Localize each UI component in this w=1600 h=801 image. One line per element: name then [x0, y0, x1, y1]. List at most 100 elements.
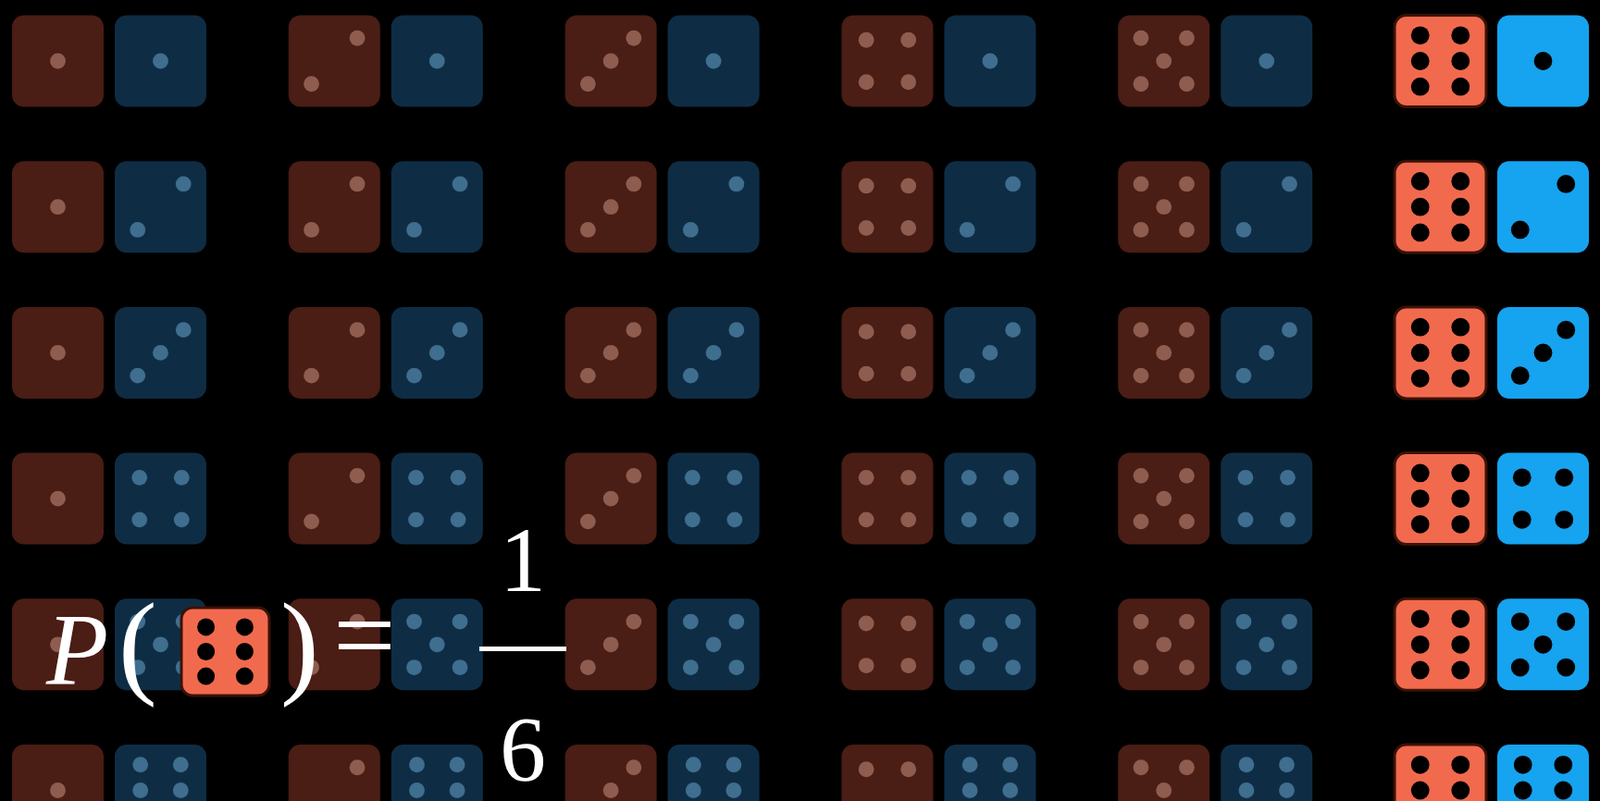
die-pip [1534, 344, 1553, 363]
die-pip [449, 756, 466, 773]
die-pip [728, 614, 745, 631]
die-pip [429, 636, 446, 653]
die-pip [625, 30, 642, 47]
die-pip [1178, 368, 1195, 385]
die-pip [1281, 614, 1298, 631]
die-pip [685, 756, 702, 773]
die-face [1497, 744, 1589, 801]
die-pip [1411, 344, 1430, 363]
blue-die-faded [391, 15, 484, 108]
die-pip [1511, 658, 1530, 678]
die-pip [349, 759, 366, 776]
die-pip [452, 322, 469, 338]
die-pip [1451, 51, 1470, 71]
die-pip [1513, 510, 1532, 530]
die-face [391, 307, 484, 399]
die-pip [449, 782, 466, 799]
die-pip [1258, 636, 1275, 653]
die-pip [580, 222, 596, 238]
die-face [841, 453, 933, 546]
numerator: 1 [499, 514, 546, 608]
die-pip [1155, 345, 1172, 361]
red-die-faded [288, 453, 381, 546]
die-pip [409, 756, 425, 773]
die-pip [132, 782, 149, 799]
die-face [1117, 161, 1210, 253]
die-pip [1451, 463, 1470, 483]
blue-die [1497, 598, 1589, 691]
die-pip [625, 176, 642, 193]
die-pip [900, 616, 917, 633]
blue-die-faded [668, 15, 760, 108]
die-pip [684, 470, 701, 486]
die-pip [1554, 468, 1574, 487]
die-face [391, 598, 484, 691]
die-pip [625, 614, 642, 631]
die-pip [1155, 782, 1172, 799]
die-pip [858, 616, 875, 633]
die-pip [682, 614, 699, 631]
die-pip [409, 782, 425, 799]
blue-die-faded [114, 453, 207, 546]
die-pip [682, 368, 699, 385]
die-pip [1178, 759, 1195, 776]
die-pip [706, 345, 722, 361]
die-face [1497, 161, 1589, 253]
blue-die-faded [391, 453, 484, 546]
die-pip [1553, 756, 1573, 775]
die-pip [959, 614, 976, 631]
die-face [288, 161, 381, 253]
die-pip [1411, 781, 1430, 801]
red-die [1394, 598, 1487, 691]
die-pip [900, 761, 917, 778]
die-pip [728, 659, 745, 676]
red-die-faded [12, 15, 104, 108]
die-pip [349, 176, 366, 193]
die-pip [625, 468, 642, 484]
die-pip [580, 368, 596, 385]
die-pip [49, 53, 66, 70]
die-pip [49, 345, 66, 361]
die-pip [1178, 513, 1195, 530]
die-pip [1411, 318, 1430, 337]
blue-die [1497, 453, 1589, 546]
blue-die-faded [114, 307, 207, 399]
blue-die-faded [943, 161, 1036, 253]
die-face [114, 744, 207, 801]
die-face [1220, 307, 1313, 399]
die-pip [1411, 198, 1430, 217]
die-face [1117, 15, 1210, 108]
blue-die [1497, 744, 1589, 801]
die-pip [1281, 322, 1298, 338]
die-pip [959, 222, 976, 238]
die-pip [1178, 30, 1195, 47]
die-pip [429, 345, 446, 361]
die-face [1394, 744, 1487, 801]
die-pip [1451, 77, 1470, 97]
red-die-faded [12, 744, 104, 801]
die-pip [1004, 659, 1021, 676]
die-pip [49, 491, 66, 508]
die-face [668, 744, 760, 801]
die-pip [197, 643, 215, 661]
die-pip [1281, 176, 1298, 193]
die-pip [603, 198, 620, 215]
equals-sign: = [333, 580, 397, 692]
die-pip [235, 668, 254, 686]
fraction-bar [479, 646, 567, 652]
denominator: 6 [499, 703, 546, 796]
die-pip [858, 32, 875, 49]
die-pip [1239, 782, 1255, 799]
die-face [943, 453, 1036, 546]
die-face [943, 307, 1036, 399]
die-pip [1534, 635, 1553, 655]
die-pip [1513, 468, 1532, 487]
die-pip [900, 366, 917, 383]
die-pip [1236, 222, 1253, 238]
red-die-faded [565, 15, 658, 108]
die-pip [1511, 221, 1530, 240]
red-die-faded [1117, 598, 1210, 691]
die-pip [603, 636, 620, 653]
blue-die-faded [1220, 744, 1313, 801]
die-pip [1133, 468, 1150, 484]
